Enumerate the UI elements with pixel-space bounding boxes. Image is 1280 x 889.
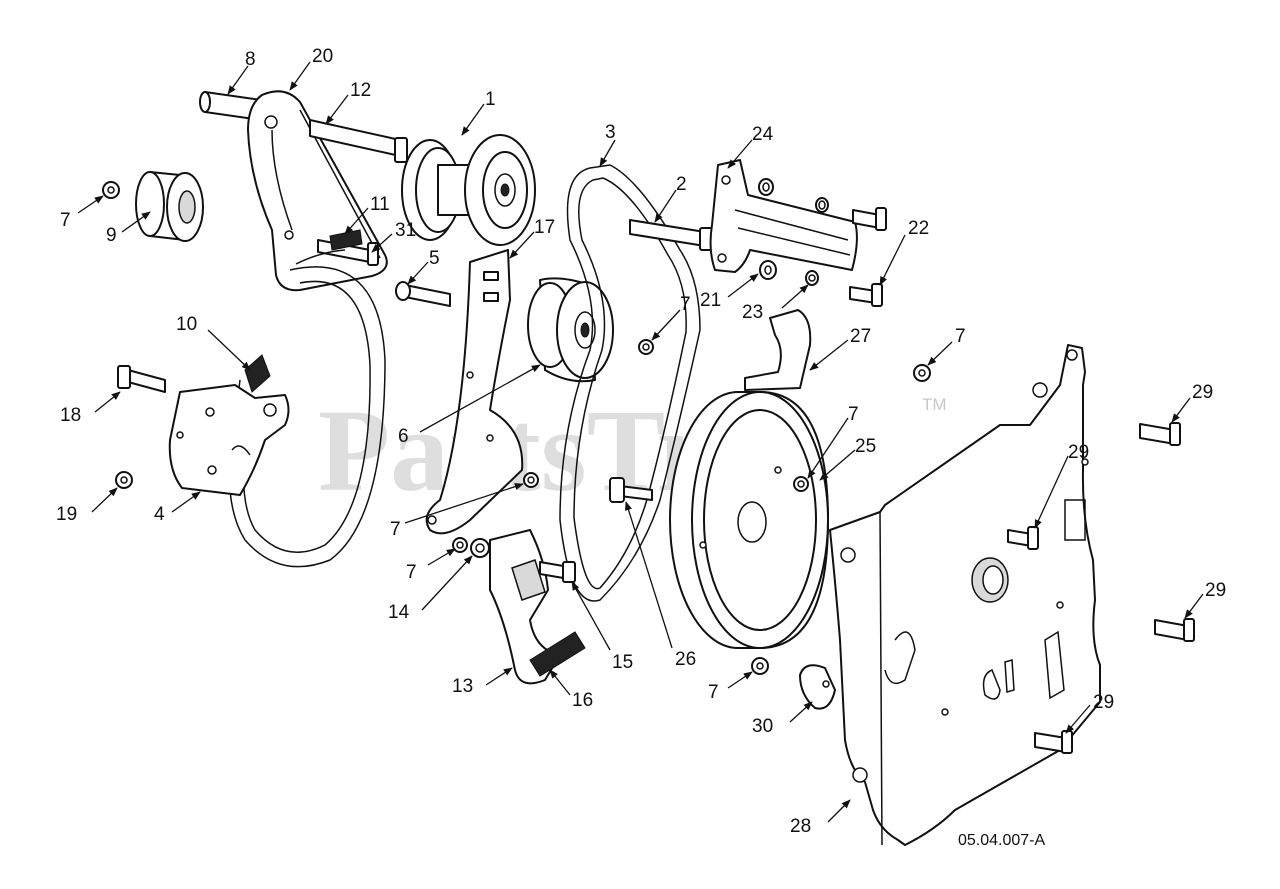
part-5-bolt — [395, 281, 451, 307]
callout-27: 27 — [850, 326, 871, 347]
part-7-nut-pulley — [793, 476, 809, 492]
part-29-bolt-d — [1034, 730, 1073, 754]
callout-13: 13 — [452, 676, 473, 697]
callout-6: 6 — [398, 426, 409, 447]
part-29-bolt-a — [1139, 422, 1181, 446]
part-7-nut-mid-a — [452, 537, 468, 553]
callout-3: 3 — [605, 122, 616, 143]
callout-5: 5 — [429, 248, 440, 269]
part-21-washer — [759, 260, 777, 280]
callout-15: 15 — [612, 652, 633, 673]
part-7-nut-mid-c — [638, 339, 654, 355]
part-12-bolt — [309, 119, 408, 163]
callout-16: 16 — [572, 690, 593, 711]
callout-26: 26 — [675, 649, 696, 670]
part-6-idler-pulley — [527, 277, 614, 383]
callout-4: 4 — [154, 504, 165, 525]
part-28-main-plate — [829, 344, 1101, 846]
part-27-bracket — [744, 309, 812, 391]
part-11-spring — [295, 229, 379, 266]
callout-21: 21 — [700, 290, 721, 311]
callout-10: 10 — [176, 314, 197, 335]
part-10-spring — [244, 354, 271, 393]
callout-23: 23 — [742, 302, 763, 323]
part-24-bracket — [709, 159, 858, 273]
callout-7-c: 7 — [955, 326, 966, 347]
callout-25: 25 — [855, 436, 876, 457]
part-7-nut-left — [102, 181, 120, 199]
callout-7-f: 7 — [406, 562, 417, 583]
callout-7-b: 7 — [680, 294, 691, 315]
watermark-tm: TM — [922, 395, 947, 414]
part-15-bolt — [539, 561, 576, 583]
callout-9: 9 — [106, 225, 117, 246]
part-1-pulley — [401, 134, 536, 246]
callout-29-c: 29 — [1205, 580, 1226, 601]
callout-14: 14 — [388, 602, 410, 623]
part-7-nut-right — [913, 364, 931, 382]
callout-29-b: 29 — [1068, 442, 1089, 463]
part-25-pulley — [669, 391, 829, 649]
part-17-bracket — [425, 249, 524, 535]
part-2-bolt — [629, 219, 713, 251]
callout-18: 18 — [60, 405, 81, 426]
part-23-washer — [805, 270, 819, 286]
callout-20: 20 — [312, 46, 333, 67]
figure-reference: 05.04.007-A — [958, 832, 1046, 849]
part-26-bolt — [609, 477, 653, 503]
callout-19: 19 — [56, 504, 77, 525]
callout-29-d: 29 — [1093, 692, 1114, 713]
part-washer-top-a — [758, 178, 774, 196]
part-18-bolt — [117, 365, 166, 393]
callout-2: 2 — [676, 174, 687, 195]
callout-22: 22 — [908, 218, 929, 239]
callouts: 8 20 12 1 7 9 11 31 5 10 18 19 4 3 2 24 — [56, 46, 1226, 837]
callout-28: 28 — [790, 816, 811, 837]
part-14-washer — [470, 538, 490, 558]
callout-11: 11 — [370, 194, 390, 215]
part-7-nut-mid-b — [523, 472, 539, 488]
part-bolt-top-right — [852, 207, 887, 231]
part-7-nut-bottom — [751, 657, 769, 675]
callout-7-e: 7 — [390, 519, 401, 540]
part-3-belt — [559, 164, 701, 602]
part-29-bolt-c — [1154, 618, 1195, 642]
part-belt-left — [228, 266, 386, 568]
part-4-plate — [168, 384, 290, 496]
callout-12: 12 — [350, 80, 371, 101]
part-19-screw — [115, 471, 133, 489]
callout-24: 24 — [752, 124, 774, 145]
part-washer-top-b — [815, 197, 829, 213]
part-16-spring — [529, 631, 586, 677]
callout-1: 1 — [485, 89, 496, 110]
part-29-bolt-b — [1007, 526, 1039, 550]
callout-29-a: 29 — [1192, 382, 1213, 403]
part-30-clip — [799, 664, 836, 710]
callout-7-a: 7 — [60, 210, 71, 231]
callout-8: 8 — [245, 49, 256, 70]
callout-31: 31 — [395, 220, 416, 241]
callout-7-d: 7 — [848, 404, 859, 425]
part-22-bolt — [849, 283, 883, 307]
part-9-roller — [135, 171, 204, 242]
callout-17: 17 — [534, 217, 555, 238]
callout-30: 30 — [752, 716, 773, 737]
callout-7-g: 7 — [708, 682, 719, 703]
